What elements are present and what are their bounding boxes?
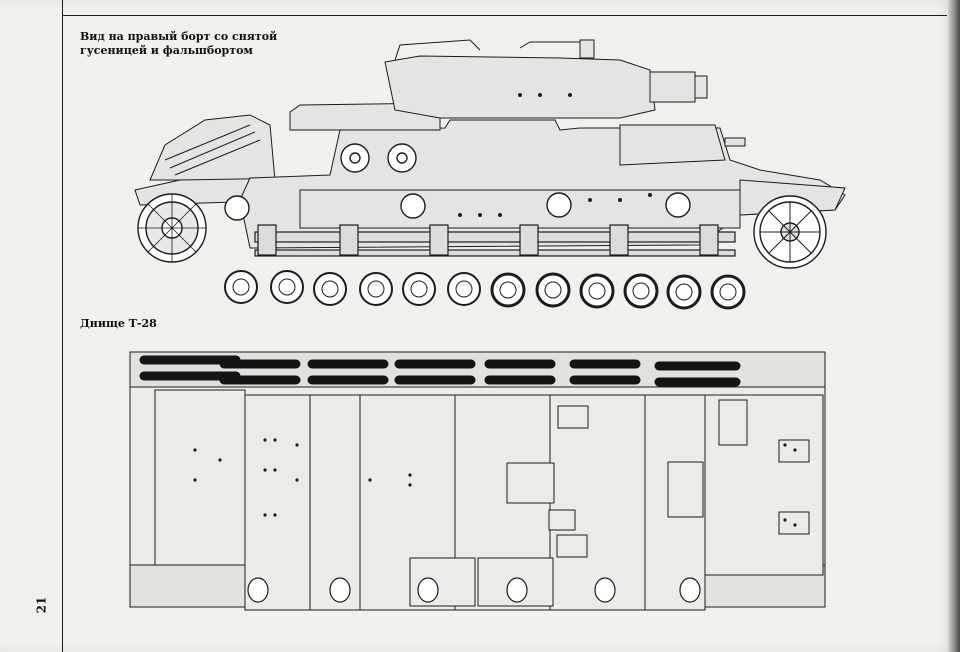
drain-plug (594, 577, 616, 603)
access-hatch (506, 462, 555, 504)
road-wheel (447, 272, 481, 306)
road-wheel (313, 272, 347, 306)
rear-bottom-section (154, 389, 246, 566)
page-gutter (948, 0, 960, 652)
return-roller (387, 143, 417, 173)
front-plate (778, 511, 810, 535)
road-wheel (666, 274, 702, 310)
idler-wheel (753, 195, 827, 269)
access-plate (557, 405, 589, 429)
frame-top-line (62, 15, 947, 16)
track-link (219, 375, 301, 385)
road-wheel (402, 272, 436, 306)
track-link (654, 377, 741, 387)
front-plate (718, 399, 748, 446)
track-link (307, 375, 389, 385)
track-link (219, 359, 301, 369)
road-wheel (579, 273, 615, 309)
track-link (654, 361, 741, 371)
road-wheel (535, 272, 571, 308)
road-wheel (490, 272, 526, 308)
return-roller (546, 192, 572, 218)
return-roller (400, 193, 426, 219)
side-view-caption-line2: гусеницей и фальшбортом (80, 44, 253, 57)
drive-sprocket (137, 193, 207, 263)
road-wheel (359, 272, 393, 306)
track-link (484, 359, 556, 369)
drain-plug (247, 577, 269, 603)
main-gun-mantlet (649, 71, 696, 103)
access-plate (556, 534, 588, 558)
track-link (569, 375, 641, 385)
track-link (307, 359, 389, 369)
access-hatch (667, 461, 704, 518)
track-link (394, 359, 476, 369)
drain-plug (329, 577, 351, 603)
drain-plug (679, 577, 701, 603)
road-wheel (710, 274, 746, 310)
return-roller (224, 195, 250, 221)
side-view-caption-line1: Вид на правый борт со снятой (80, 30, 278, 43)
return-roller (665, 192, 691, 218)
mg-barrel (724, 137, 746, 147)
track-link (569, 359, 641, 369)
suspension-rod (254, 249, 736, 257)
road-wheel (270, 270, 304, 304)
track-link (394, 375, 476, 385)
drain-plug (506, 577, 528, 603)
mg-turret-front (619, 124, 726, 166)
suspension-beam (254, 231, 736, 243)
commander-hatch (579, 39, 595, 59)
return-roller (340, 143, 370, 173)
access-plate (548, 509, 576, 531)
drain-hatch (409, 557, 476, 607)
main-gun-barrel (694, 75, 708, 99)
drain-plug (417, 577, 439, 603)
road-wheel (623, 273, 659, 309)
road-wheel (224, 270, 258, 304)
bottom-view-caption: Днище Т-28 (80, 317, 157, 330)
frame-left-line (62, 0, 63, 652)
track-link (484, 375, 556, 385)
side-view-caption: Вид на правый борт со снятой гусеницей и… (80, 30, 280, 58)
